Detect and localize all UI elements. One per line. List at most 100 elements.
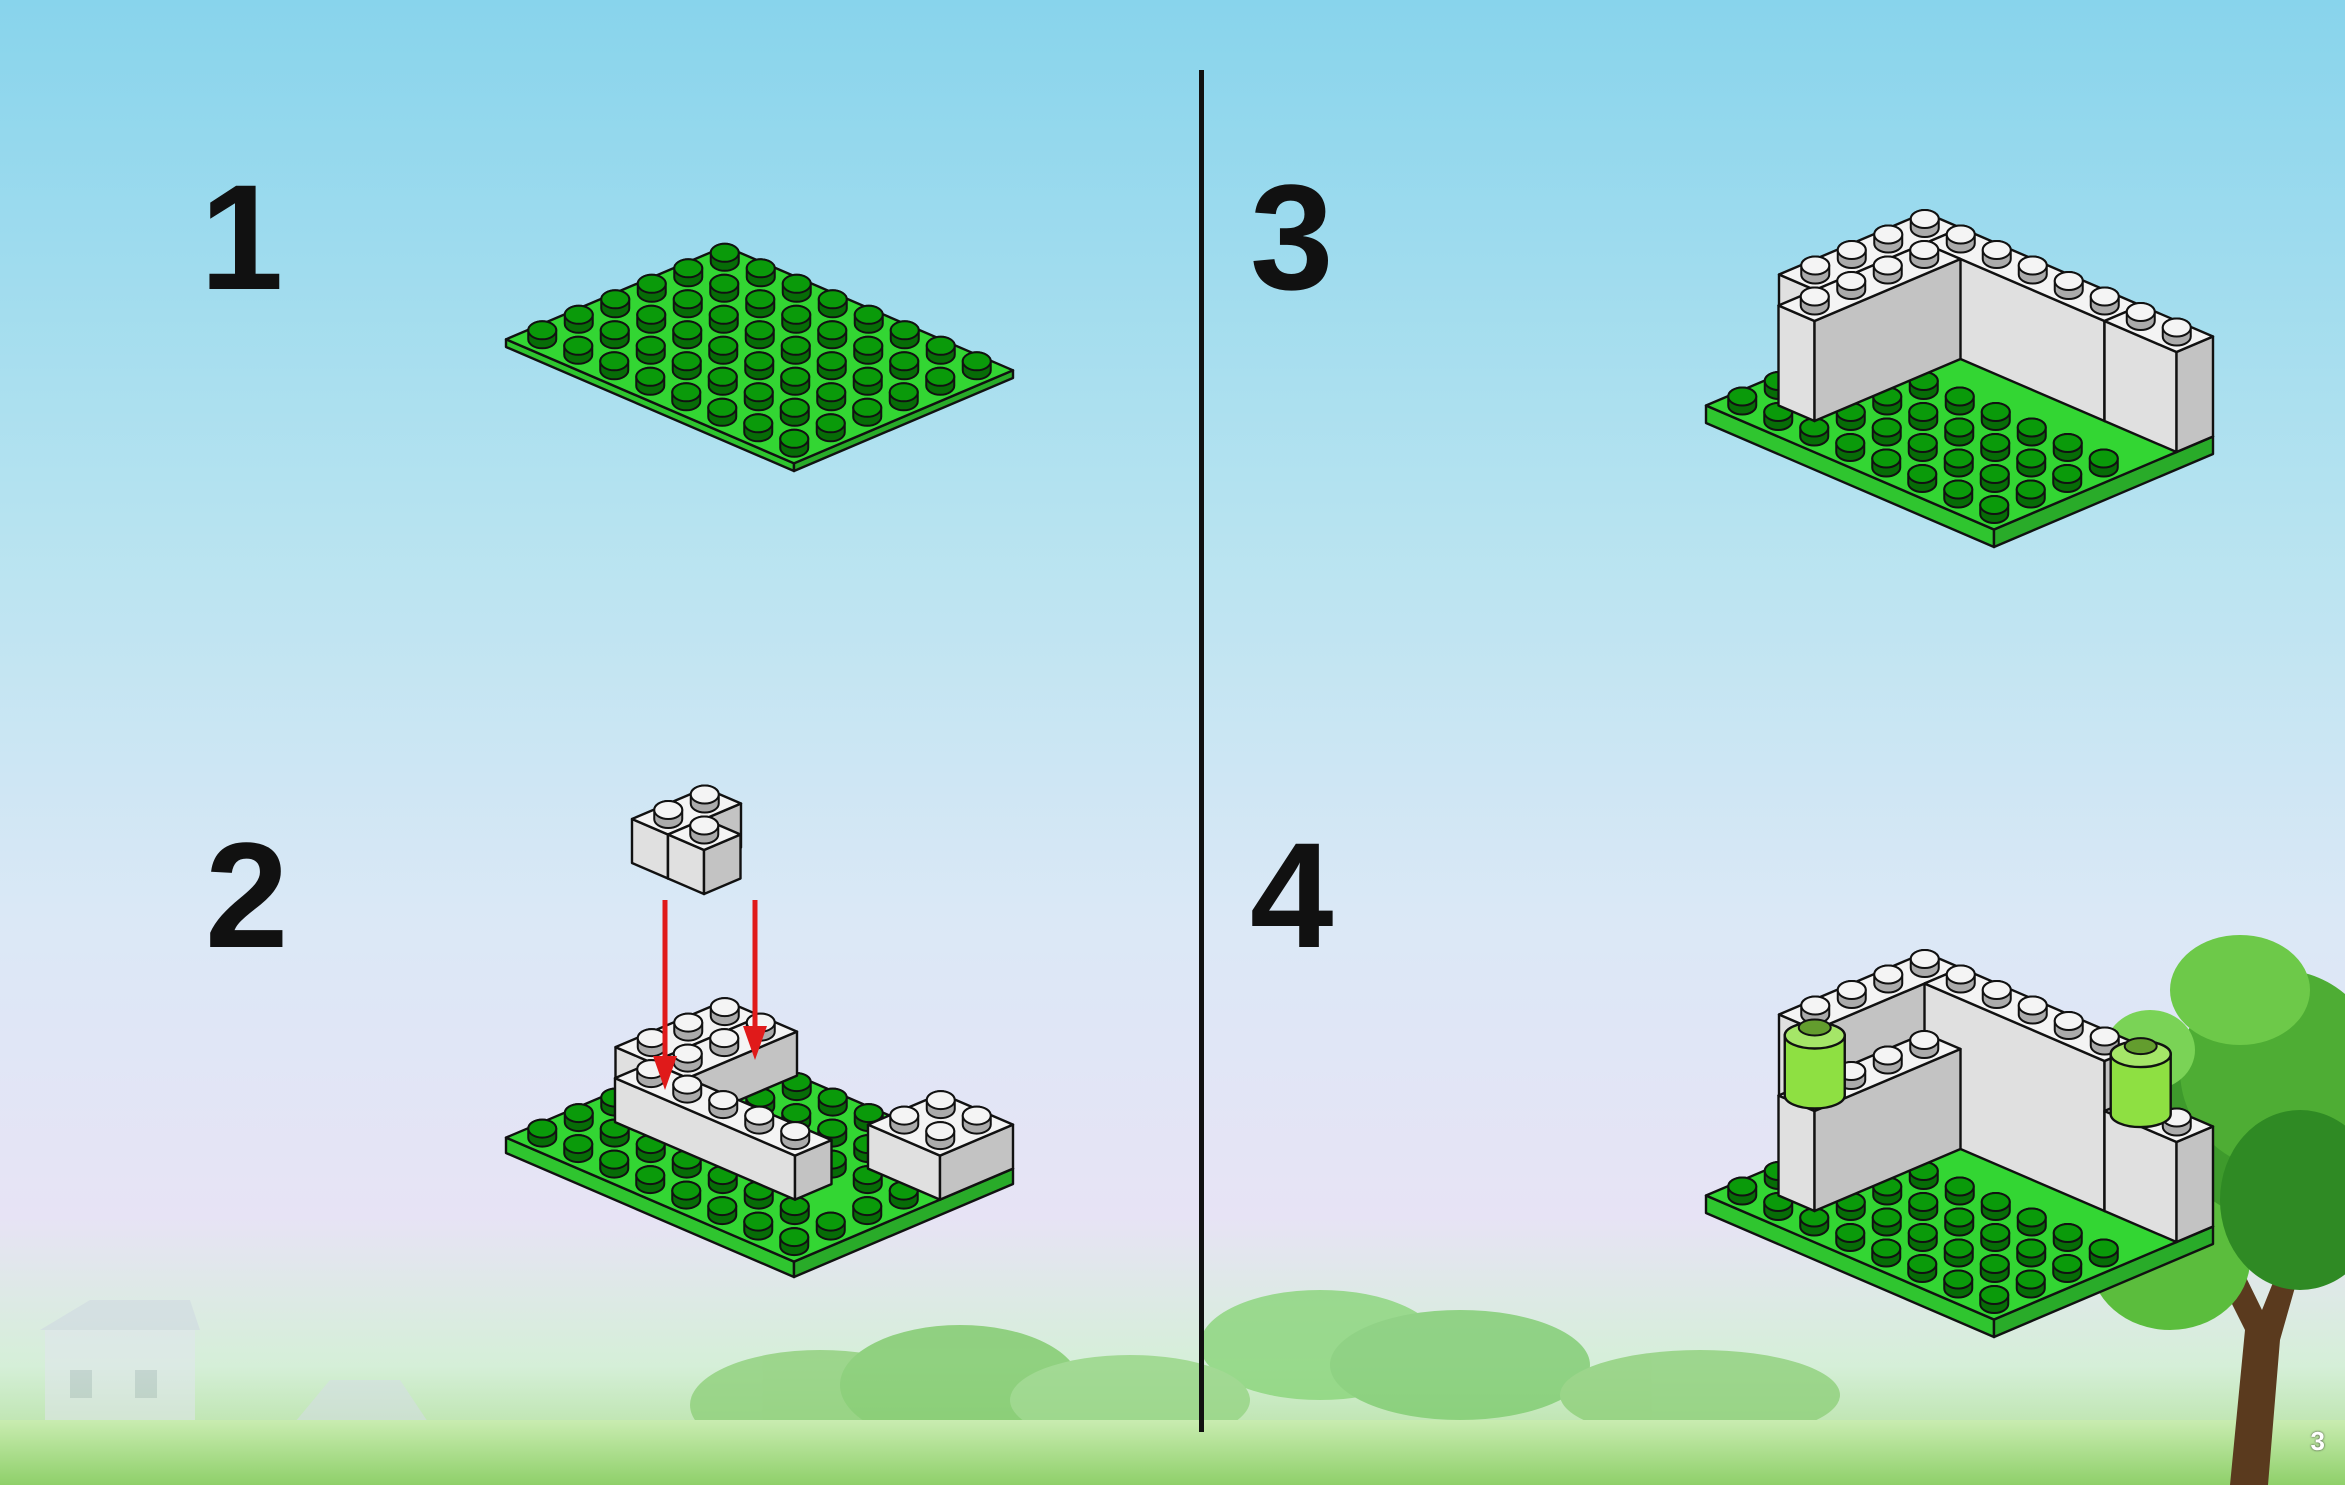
green-stud: [817, 289, 848, 319]
stud: [2053, 1011, 2084, 1040]
lime-round-brick-icon: [1783, 1018, 1846, 1110]
green-stud: [852, 366, 883, 396]
green-stud: [961, 351, 992, 381]
stud: [1872, 255, 1903, 285]
stud: [1981, 240, 2012, 269]
green-stud: [853, 304, 884, 334]
green-stud: [636, 304, 667, 334]
green-stud: [817, 320, 848, 350]
green-stud: [2052, 1223, 2083, 1252]
stud: [1909, 1030, 1940, 1059]
green-stud: [2016, 417, 2047, 447]
green-stud: [1944, 1176, 1975, 1206]
step-number-3: 3: [1250, 153, 1333, 321]
stud: [689, 784, 720, 814]
step-1-baseplate: [504, 242, 1015, 473]
green-stud: [2015, 1269, 2046, 1299]
green-stud: [1979, 464, 2010, 493]
white-wall-left-inner-front-face: [1777, 1094, 1816, 1213]
green-stud: [599, 1149, 630, 1179]
green-stud: [563, 304, 594, 334]
green-stud: [815, 1211, 846, 1241]
page-number: 3: [2310, 1426, 2325, 1456]
green-stud: [2088, 1238, 2119, 1268]
green-stud: [1943, 479, 1974, 509]
green-stud: [1907, 464, 1938, 493]
stud: [689, 815, 720, 845]
green-stud: [527, 320, 558, 350]
stud: [925, 1121, 956, 1151]
stud: [2125, 302, 2156, 331]
grass-field: [0, 1420, 2345, 1485]
green-stud: [743, 382, 774, 412]
corner-brick-icon: [630, 784, 743, 896]
green-stud: [853, 335, 884, 365]
stud: [636, 1028, 667, 1058]
stud: [1873, 224, 1904, 254]
step-number-2: 2: [205, 811, 288, 979]
stud: [673, 1012, 704, 1042]
green-stud: [707, 366, 738, 396]
green-stud: [1943, 448, 1974, 478]
green-stud: [1944, 417, 1975, 447]
step-3-build: [1704, 209, 2215, 549]
green-stud: [815, 413, 846, 443]
green-stud: [817, 1087, 848, 1117]
stud: [2161, 317, 2192, 347]
stud: [1800, 995, 1831, 1025]
green-stud: [2052, 1254, 2083, 1283]
stud: [708, 1090, 739, 1120]
green-stud: [889, 351, 920, 381]
green-stud: [709, 273, 740, 303]
green-stud: [1980, 1192, 2011, 1221]
white-brick-front: [613, 1059, 833, 1201]
green-stud: [1979, 1285, 2010, 1314]
stud: [1872, 1045, 1903, 1075]
green-stud: [563, 335, 594, 365]
stud: [1909, 949, 1940, 978]
drop-arrow-head: [653, 1056, 677, 1090]
lime-round-brick-icon: [2109, 1037, 2172, 1129]
green-stud: [745, 289, 776, 319]
stud: [1909, 240, 1940, 269]
green-stud: [779, 428, 810, 458]
green-stud: [2052, 433, 2083, 462]
green-stud: [743, 1211, 774, 1241]
green-stud: [1799, 1207, 1830, 1237]
stud: [1945, 964, 1976, 994]
green-stud: [888, 382, 919, 412]
green-stud: [563, 1134, 594, 1164]
white-wall-back-right-side-face: [2175, 335, 2215, 454]
green-stud: [1943, 1269, 1974, 1299]
stud: [2017, 255, 2048, 285]
white-wall-left-inner-front-face: [1777, 304, 1816, 423]
step-2-build: [504, 784, 1015, 1279]
drop-arrow-head: [743, 1026, 767, 1060]
stud: [709, 1028, 740, 1058]
green-stud: [2052, 464, 2083, 493]
green-stud: [707, 397, 738, 427]
green-stud: [635, 1165, 666, 1195]
green-stud: [1907, 1223, 1938, 1252]
green-stud: [527, 1118, 558, 1148]
green-stud: [1979, 1254, 2010, 1283]
white-wall-back-right: [2103, 302, 2215, 454]
stud: [1981, 980, 2012, 1009]
green-stud: [2016, 1238, 2047, 1268]
green-stud: [780, 366, 811, 396]
green-stud: [1871, 417, 1902, 447]
green-stud: [2016, 1207, 2047, 1237]
green-stud: [1727, 386, 1758, 416]
green-stud: [816, 382, 847, 412]
stud: [709, 997, 740, 1027]
green-stud: [1979, 495, 2010, 524]
green-stud: [781, 273, 812, 303]
green-stud: [2088, 448, 2119, 478]
corner-brick-b: [666, 815, 742, 896]
green-stud: [1908, 1192, 1939, 1221]
green-stud: [599, 320, 630, 350]
green-stud: [635, 335, 666, 365]
green-stud: [709, 242, 740, 272]
green-stud: [1871, 1238, 1902, 1268]
